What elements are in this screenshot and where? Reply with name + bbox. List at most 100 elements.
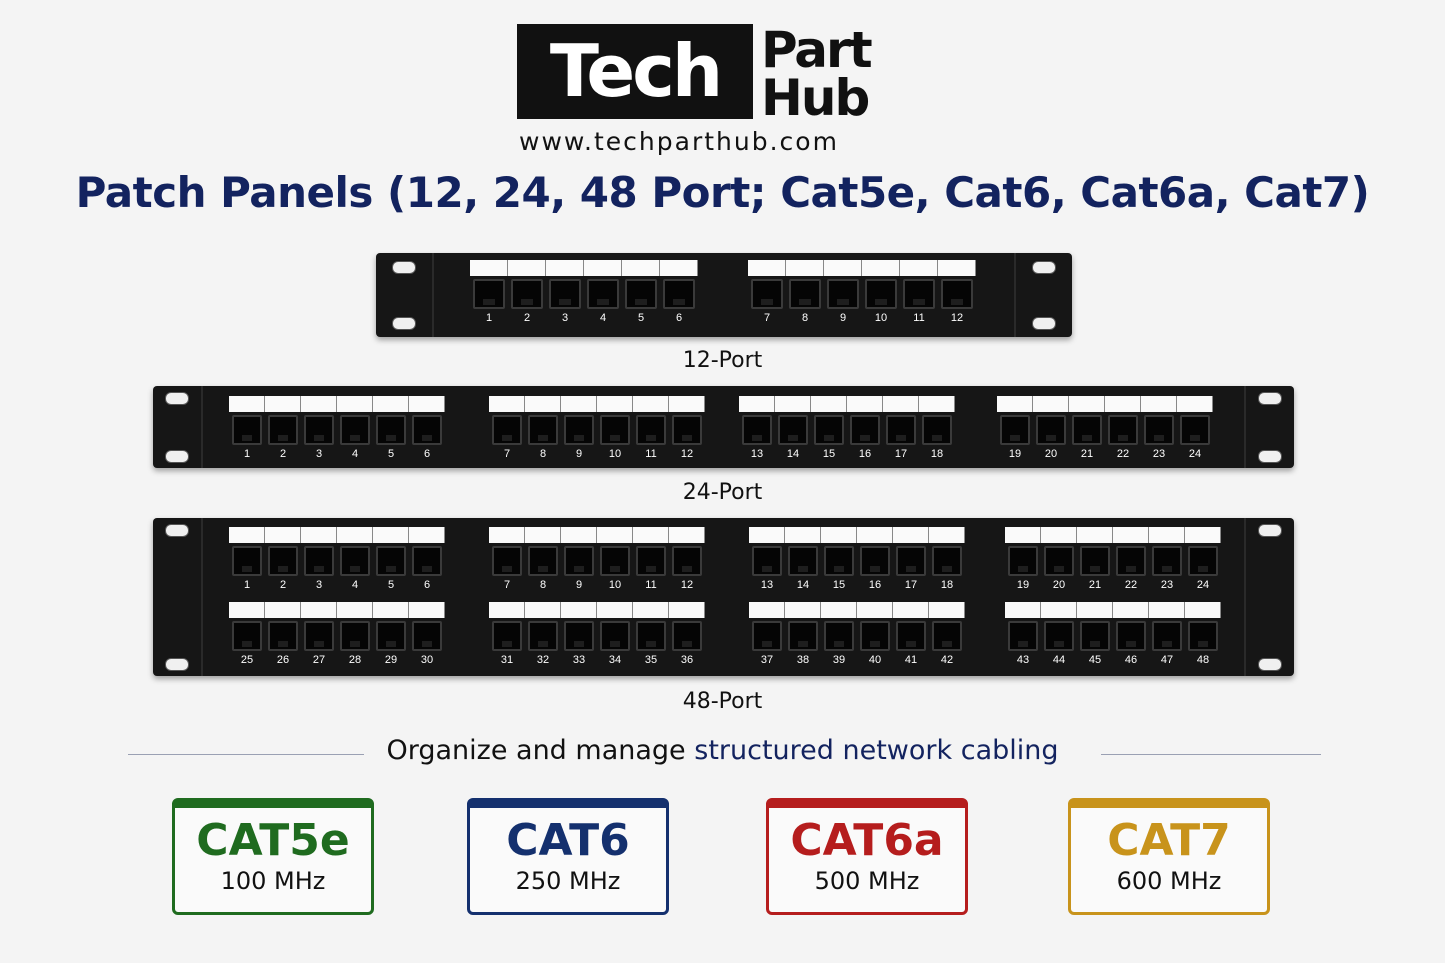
port-label-strip: [1113, 602, 1149, 618]
rj45-jack-icon: [636, 415, 666, 445]
port-number: 24: [1196, 579, 1210, 591]
port-label-strip: [373, 602, 409, 618]
rj45-port: 6: [409, 396, 445, 461]
rj45-port: 30: [409, 602, 445, 667]
port-number: 42: [940, 654, 954, 666]
port-number: 5: [387, 448, 395, 460]
port-number: 22: [1124, 579, 1138, 591]
port-label-strip: [229, 527, 265, 543]
port-label-strip: [229, 602, 265, 618]
rj45-port: 43: [1005, 602, 1041, 667]
rj45-jack-icon: [850, 415, 880, 445]
port-label-strip: [489, 527, 525, 543]
rj45-port: 32: [525, 602, 561, 667]
rj45-jack-icon: [824, 621, 854, 651]
rj45-port: 4: [337, 396, 373, 461]
port-number: 24: [1188, 448, 1202, 460]
port-number: 8: [539, 579, 547, 591]
port-label-strip: [1105, 396, 1141, 412]
port-number: 43: [1016, 654, 1030, 666]
port-number: 21: [1088, 579, 1102, 591]
rj45-jack-icon: [865, 279, 897, 309]
port-number: 15: [832, 579, 846, 591]
port-number: 35: [644, 654, 658, 666]
port-number: 19: [1016, 579, 1030, 591]
port-label-strip: [749, 527, 785, 543]
panel-ear-left: [376, 253, 434, 337]
rj45-port: 13: [749, 527, 785, 592]
rj45-jack-icon: [600, 621, 630, 651]
rj45-port: 1: [470, 260, 508, 325]
cat7-name: CAT7: [1107, 815, 1231, 866]
port-label-strip: [470, 260, 508, 276]
rj45-port: 1: [229, 527, 265, 592]
port-label-strip: [633, 527, 669, 543]
port-number: 19: [1008, 448, 1022, 460]
rj45-jack-icon: [1152, 546, 1182, 576]
rj45-jack-icon: [896, 546, 926, 576]
rj45-jack-icon: [528, 546, 558, 576]
rj45-port: 46: [1113, 602, 1149, 667]
rj45-port: 12: [669, 396, 705, 461]
divider-right: [1101, 754, 1321, 755]
rj45-port: 2: [265, 527, 301, 592]
port-label-strip: [561, 396, 597, 412]
panel-ear-left: [153, 386, 203, 468]
port-label-strip: [749, 602, 785, 618]
port-number: 34: [608, 654, 622, 666]
rj45-jack-icon: [778, 415, 808, 445]
port-number: 1: [243, 448, 251, 460]
port-label-strip: [785, 602, 821, 618]
rj45-jack-icon: [625, 279, 657, 309]
rj45-jack-icon: [1044, 546, 1074, 576]
mounting-hole-icon: [1032, 317, 1056, 330]
mounting-hole-icon: [1032, 261, 1056, 274]
rj45-port: 14: [775, 396, 811, 461]
port-number: 12: [680, 579, 694, 591]
port-label-strip: [597, 396, 633, 412]
port-label-strip: [786, 260, 824, 276]
port-label-strip: [597, 602, 633, 618]
cat7-frequency: 600 MHz: [1116, 867, 1222, 895]
port-number: 6: [675, 312, 683, 324]
mounting-hole-icon: [392, 261, 416, 274]
rj45-port: 4: [337, 527, 373, 592]
rj45-port: 34: [597, 602, 633, 667]
rj45-jack-icon: [268, 415, 298, 445]
rj45-port: 8: [525, 396, 561, 461]
rj45-jack-icon: [824, 546, 854, 576]
rj45-jack-icon: [636, 621, 666, 651]
port-number: 7: [503, 579, 511, 591]
port-number: 21: [1080, 448, 1094, 460]
port-label-strip: [785, 527, 821, 543]
port-number: 11: [645, 448, 657, 460]
port-label-strip: [546, 260, 584, 276]
rj45-jack-icon: [340, 546, 370, 576]
port-number: 2: [279, 448, 287, 460]
port-number: 27: [312, 654, 326, 666]
mounting-hole-icon: [165, 658, 189, 671]
port-number: 18: [940, 579, 954, 591]
port-number: 11: [913, 312, 925, 324]
port-label-strip: [669, 527, 705, 543]
panel-label-24-port: 24-Port: [682, 480, 763, 505]
rj45-jack-icon: [860, 621, 890, 651]
rj45-jack-icon: [600, 415, 630, 445]
rj45-jack-icon: [742, 415, 772, 445]
cat6a-name: CAT6a: [790, 815, 944, 866]
rj45-port: 7: [489, 396, 525, 461]
port-label-strip: [929, 602, 965, 618]
port-label-strip: [489, 396, 525, 412]
rj45-jack-icon: [903, 279, 935, 309]
rj45-jack-icon: [672, 415, 702, 445]
port-label-strip: [938, 260, 976, 276]
port-number: 25: [240, 654, 254, 666]
rj45-port: 14: [785, 527, 821, 592]
port-number: 20: [1052, 579, 1066, 591]
panel-label-12-port: 12-Port: [682, 348, 763, 373]
port-label-strip: [997, 396, 1033, 412]
rj45-jack-icon: [528, 415, 558, 445]
